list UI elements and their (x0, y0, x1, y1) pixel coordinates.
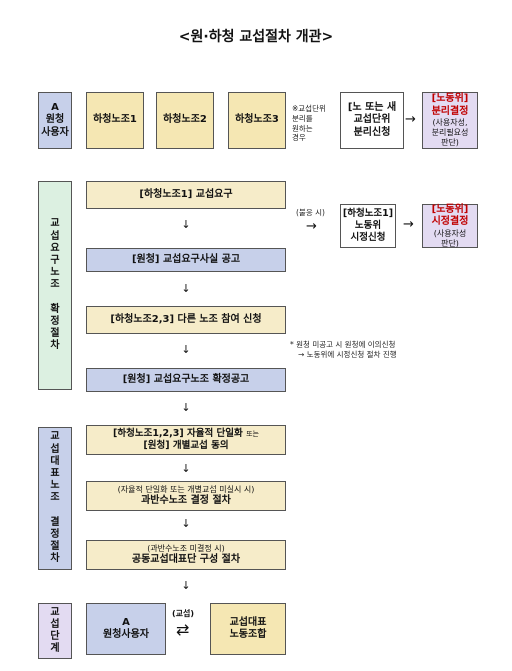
step-confirm-notice: [원청] 교섭요구노조 확정공고 (86, 368, 286, 392)
non-notice-note: * 원청 미공고 시 원청에 이의신청 → 노동위에 시정신청 절차 진행 (290, 340, 490, 360)
step-voluntary-unification: [하청노조1,2,3] 자율적 단일화 또는 [원청] 개별교섭 동의 (86, 425, 286, 455)
arrow-down-icon: ↓ (181, 579, 191, 592)
subcontract-union-1: 하청노조1 (86, 92, 144, 149)
unit-separation-request: [노 또는 새 교섭단위 분리신청 (340, 92, 404, 149)
page-title: <원·하청 교섭절차 개관> (178, 29, 334, 45)
side-label-confirm-procedure: 교 섭 요 구 노 조 확 정 절 차 (38, 181, 72, 390)
step-majority-union: (자율적 단일화 또는 개별교섭 미실시 시) 과반수노조 결정 절차 (86, 481, 286, 511)
commission-correction-decision: [노동위] 시정결정 (사용자성 판단) (422, 204, 478, 248)
bargaining-label: (교섭) (172, 609, 195, 618)
arrow-right-icon: → (403, 217, 414, 232)
side-label-bargaining-text: 교 섭 단 계 (50, 606, 60, 655)
arrow-down-icon: ↓ (181, 462, 191, 475)
step-bargaining-request: [하청노조1] 교섭요구 (86, 181, 286, 209)
commission-separation-sub: (사용자성, 분리필요성 판단) (431, 118, 469, 147)
arrow-down-icon: ↓ (181, 218, 191, 231)
arrow-right-icon: → (405, 112, 416, 127)
a-principal-employer: A 원청 사용자 (38, 92, 72, 149)
separation-note: ※교섭단위 분리를 원하는 경우 (292, 104, 326, 143)
commission-correction-sub: (사용자성 판단) (433, 228, 467, 248)
non-notice-note-line1: * 원청 미공고 시 원청에 이의신청 (290, 340, 396, 349)
exchange-arrows-icon: ⇄ (176, 620, 190, 639)
step-voluntary-line2: [원청] 개별교섭 동의 (143, 440, 229, 451)
step-voluntary-line1: [하청노조1,2,3] 자율적 단일화 또는 (113, 428, 259, 440)
step-request-notice: [원청] 교섭요구사실 공고 (86, 248, 286, 272)
side-label-representative-text: 교 섭 대 표 노 조 결 정 절 차 (50, 431, 60, 565)
step-joint-bargaining-team: (과반수노조 미결정 시) 공동교섭대표단 구성 절차 (86, 540, 286, 570)
subcontract-union-3: 하청노조3 (228, 92, 286, 149)
subcontract-union-2: 하청노조2 (156, 92, 214, 149)
step-majority-main: 과반수노조 결정 절차 (141, 494, 231, 506)
arrow-down-icon: ↓ (181, 343, 191, 356)
commission-separation-title: [노동위] 분리결정 (431, 93, 469, 117)
side-label-confirm-text: 교 섭 요 구 노 조 확 정 절 차 (50, 218, 60, 352)
step-joint-sub: (과반수노조 미결정 시) (147, 543, 225, 553)
commission-correction-title: [노동위] 시정결정 (431, 203, 469, 228)
side-label-representative-procedure: 교 섭 대 표 노 조 결 정 절 차 (38, 427, 72, 570)
bottom-principal-employer: A 원청사용자 (86, 603, 166, 655)
refusal-label: (불응 시) (296, 208, 325, 217)
side-label-bargaining-stage: 교 섭 단 계 (38, 603, 72, 659)
arrow-down-icon: ↓ (181, 282, 191, 295)
step-voluntary-or: 또는 (246, 430, 259, 439)
representative-union: 교섭대표 노동조합 (210, 603, 286, 655)
step-voluntary-line1-text: [하청노조1,2,3] 자율적 단일화 (113, 428, 243, 440)
arrow-down-icon: ↓ (181, 517, 191, 530)
step-majority-sub: (자율적 단일화 또는 개별교섭 미실시 시) (117, 484, 255, 494)
arrow-down-icon: ↓ (181, 401, 191, 414)
commission-separation-decision: [노동위] 분리결정 (사용자성, 분리필요성 판단) (422, 92, 478, 149)
step-other-union-join: [하청노조2,3] 다른 노조 참여 신청 (86, 306, 286, 334)
non-notice-note-line2: → 노동위에 시정신청 절차 진행 (298, 349, 397, 359)
arrow-right-icon: → (306, 219, 317, 234)
correction-request: [하청노조1] 노동위 시정신청 (340, 204, 396, 248)
step-joint-main: 공동교섭대표단 구성 절차 (131, 553, 241, 565)
